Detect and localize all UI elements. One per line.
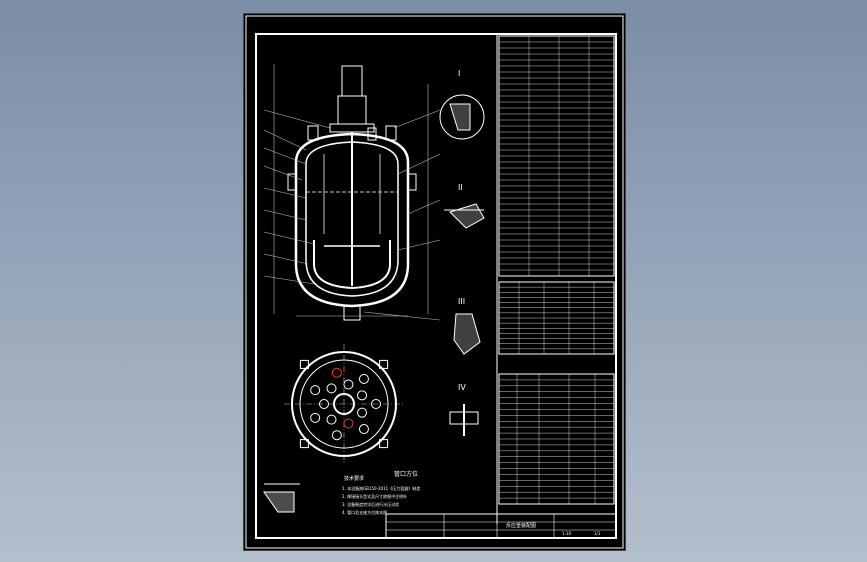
- drawing-canvas[interactable]: I II III IV: [244, 14, 625, 550]
- detail-view-IV: IV: [449, 383, 479, 436]
- lug-right: [407, 173, 417, 191]
- parameter-tables[interactable]: [498, 35, 615, 505]
- plan-nozzles: [299, 359, 389, 449]
- plan-nozzle-b: [357, 407, 368, 418]
- notes-line-1: 1. 本设备按GB150-2011《压力容器》制造: [342, 485, 420, 491]
- detail-III-label: III: [458, 297, 465, 306]
- notes-title: 技术要求: [344, 475, 364, 482]
- reducer: [337, 95, 367, 125]
- top-nozzle-3: [367, 127, 377, 141]
- vessel-elevation[interactable]: [263, 64, 441, 321]
- plan-nozzle-i: [310, 385, 321, 396]
- notes-line-2: 2. 焊接接头型式及尺寸除图中注明外: [342, 493, 407, 499]
- outer-border: [245, 15, 624, 549]
- plan-nozzle-h: [319, 399, 329, 409]
- plan-nozzle-g: [310, 412, 321, 423]
- plan-nozzle-e: [331, 430, 342, 441]
- plan-lug: [379, 359, 389, 369]
- plan-view[interactable]: 管口方位: [284, 344, 418, 478]
- notes-line-4: 4. 管口及支座方位按本图: [342, 509, 387, 515]
- mount-flange: [329, 123, 375, 133]
- plan-nozzle-d: [343, 418, 354, 429]
- plan-view-label: 管口方位: [394, 470, 418, 478]
- drawing-scale: 1:10: [562, 531, 571, 536]
- plan-lug: [299, 439, 309, 449]
- plan-nozzle-a: [371, 399, 381, 409]
- detail-IV-label: IV: [458, 383, 466, 392]
- lug-left: [287, 173, 297, 191]
- plan-nozzle-k: [331, 367, 342, 378]
- drawing-sheet[interactable]: I II III IV: [243, 13, 626, 551]
- plan-nozzle-l: [343, 379, 354, 390]
- detail-view-II: II: [444, 183, 485, 229]
- top-nozzle-2: [385, 125, 397, 141]
- inner-border: [255, 33, 617, 539]
- plan-nozzle-n: [357, 390, 368, 401]
- top-nozzle-1: [307, 125, 319, 141]
- motor: [341, 65, 363, 97]
- bottom-outlet: [343, 305, 361, 321]
- detail-II-label: II: [458, 183, 463, 192]
- plan-nozzle-m: [358, 373, 369, 384]
- drawing-sheet-no: 1/1: [594, 531, 601, 536]
- notes-line-3: 3. 设备制造完毕后进行水压试验: [342, 501, 399, 507]
- detail-view-III: III: [453, 297, 481, 355]
- detail-I-label: I: [458, 69, 460, 78]
- plan-lug: [299, 359, 309, 369]
- title-block[interactable]: 反应釜装配图 1:10 1/1: [385, 513, 617, 539]
- jacket-outer: [294, 132, 410, 308]
- shell-inner: [305, 141, 399, 297]
- anchor-agitator: [313, 240, 391, 290]
- plan-nozzle-f: [326, 414, 337, 425]
- plan-nozzle-j: [326, 383, 337, 394]
- leader-lines: [263, 109, 441, 321]
- drawing-title: 反应釜装配图: [506, 522, 536, 529]
- technical-notes: 技术要求 1. 本设备按GB150-2011《压力容器》制造 2. 焊接接头型式…: [342, 475, 420, 515]
- weld-detail: [263, 483, 300, 513]
- detail-view-I: I: [439, 69, 485, 140]
- plan-nozzle-c: [358, 424, 369, 435]
- detail-views[interactable]: I II III IV: [439, 69, 485, 436]
- plan-lug: [379, 439, 389, 449]
